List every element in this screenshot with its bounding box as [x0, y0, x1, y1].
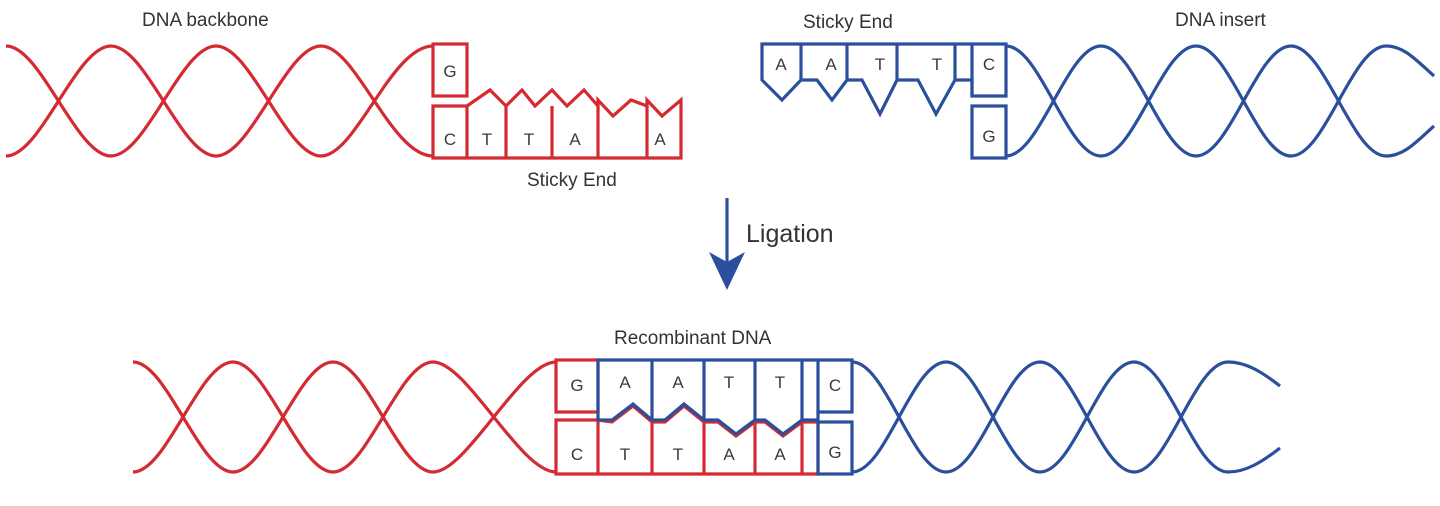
insert-top-base: A	[775, 55, 787, 74]
recombinant-top-base: G	[570, 376, 583, 395]
recombinant-red-helix-strand-a	[132, 360, 557, 474]
recombinant-top-base: C	[829, 376, 841, 395]
recombinant-top-base: T	[775, 373, 785, 392]
dna-backbone-group: DNA backbone G C T T A A Sticky End	[5, 10, 683, 191]
backbone-bottom-base: T	[482, 130, 492, 149]
backbone-helix-strand-a	[5, 44, 434, 158]
backbone-bottom-strand	[431, 87, 683, 160]
insert-top-base: A	[825, 55, 837, 74]
insert-top-strand	[760, 42, 1008, 118]
insert-top-base: C	[983, 55, 995, 74]
recombinant-bottom-base: T	[620, 445, 630, 464]
backbone-bottom-base: C	[444, 130, 456, 149]
ligation-label: Ligation	[746, 220, 834, 248]
ligation-arrow-head	[709, 252, 745, 290]
backbone-helix-strand-b	[5, 44, 434, 158]
recombinant-blue-helix-strand-a	[851, 360, 1281, 474]
recombinant-bottom-base: A	[774, 445, 786, 464]
backbone-bottom-base: A	[569, 130, 581, 149]
recombinant-dna-label: Recombinant DNA	[614, 328, 772, 349]
ligation-step: Ligation	[709, 198, 834, 290]
insert-bottom-base-box	[970, 104, 1008, 160]
recombinant-bottom-base: G	[828, 443, 841, 462]
insert-top-base: T	[932, 55, 942, 74]
backbone-bottom-base: A	[654, 130, 666, 149]
recombinant-top-base: T	[724, 373, 734, 392]
recombinant-bottom-base: T	[673, 445, 683, 464]
recombinant-bottom-base: A	[723, 445, 735, 464]
sticky-end-top-label: Sticky End	[803, 12, 893, 33]
recombinant-blue-bottom-box	[816, 420, 854, 476]
insert-top-base: T	[875, 55, 885, 74]
recombinant-blue-helix-strand-b	[851, 360, 1281, 474]
recombinant-dna-group: Recombinant DNA G A A T T C C T T A A G	[132, 328, 1281, 476]
insert-bottom-base: G	[982, 127, 995, 146]
dna-insert-label: DNA insert	[1175, 10, 1267, 31]
sticky-end-bottom-label: Sticky End	[527, 170, 617, 191]
recombinant-bottom-base: C	[571, 445, 583, 464]
recombinant-red-helix-strand-b	[132, 360, 557, 474]
recombinant-top-base: A	[619, 373, 631, 392]
recombinant-top-base: A	[672, 373, 684, 392]
dna-backbone-label: DNA backbone	[142, 10, 269, 31]
dna-insert-group: Sticky End DNA insert A A T T C G	[760, 10, 1436, 160]
insert-helix-strand-b	[1005, 44, 1436, 158]
backbone-top-base-box	[431, 42, 469, 98]
backbone-top-base: G	[443, 62, 456, 81]
insert-helix-strand-a	[1005, 44, 1436, 158]
backbone-bottom-base: T	[524, 130, 534, 149]
